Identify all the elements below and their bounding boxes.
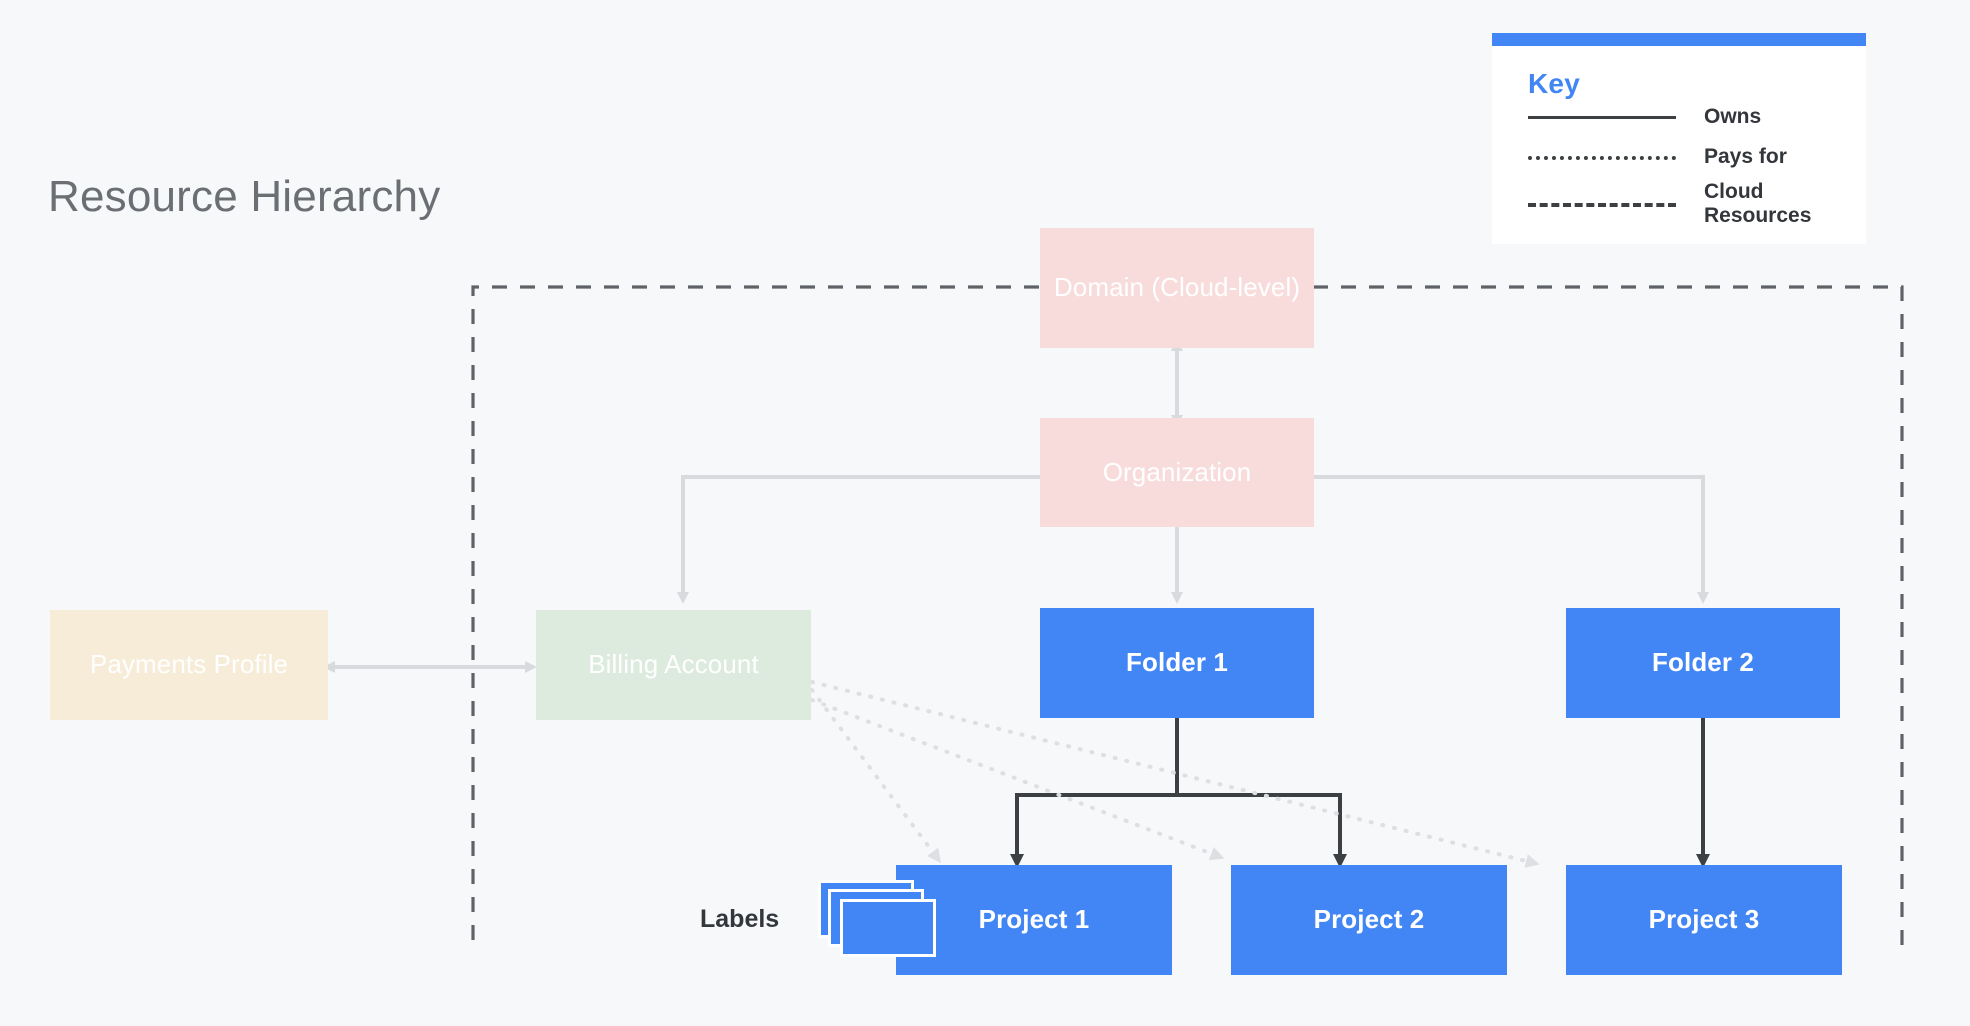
node-billing-account-label: Billing Account: [588, 649, 759, 680]
edge-organization-folder2: [1313, 475, 1709, 604]
node-project-1-label: Project 1: [978, 904, 1090, 935]
node-project-1[interactable]: Project 1: [896, 865, 1172, 975]
page-title: Resource Hierarchy: [48, 172, 441, 221]
node-project-3-label: Project 3: [1648, 904, 1760, 935]
key-row-pays-for: Pays for: [1528, 140, 1866, 174]
stacked-card-front: [840, 899, 936, 957]
node-payments-profile-label: Payments Profile: [89, 649, 289, 680]
key-row-owns: Owns: [1528, 100, 1866, 134]
edge-folder1-projects: [1010, 718, 1347, 868]
key-label-owns: Owns: [1704, 104, 1762, 128]
key-legend-panel: Key Owns Pays for Cloud Resources: [1492, 33, 1866, 245]
stacked-cards-icon: [818, 880, 946, 957]
node-payments-profile[interactable]: Payments Profile: [50, 610, 328, 720]
node-billing-account[interactable]: Billing Account: [536, 610, 811, 720]
node-folder-1-label: Folder 1: [1126, 647, 1228, 678]
key-accent-bar: [1492, 33, 1866, 46]
node-folder-2[interactable]: Folder 2: [1566, 608, 1840, 718]
key-title: Key: [1528, 68, 1580, 99]
node-organization-label: Organization: [1102, 456, 1252, 487]
key-label-cloud-resources: Cloud Resources: [1704, 180, 1812, 228]
node-organization[interactable]: Organization: [1040, 418, 1314, 527]
node-folder-2-label: Folder 2: [1652, 647, 1754, 678]
node-domain-label: Domain (Cloud-level): [1053, 272, 1301, 303]
node-project-2-label: Project 2: [1313, 904, 1425, 935]
labels-caption: Labels: [700, 905, 780, 933]
node-domain[interactable]: Domain (Cloud-level): [1040, 228, 1314, 348]
node-project-2[interactable]: Project 2: [1231, 865, 1507, 975]
edge-organization-billing-account: [677, 475, 1040, 604]
key-row-cloud-resources: Cloud Resources: [1528, 180, 1866, 228]
node-project-3[interactable]: Project 3: [1566, 865, 1842, 975]
key-label-pays-for: Pays for: [1704, 144, 1787, 168]
node-folder-1[interactable]: Folder 1: [1040, 608, 1314, 718]
